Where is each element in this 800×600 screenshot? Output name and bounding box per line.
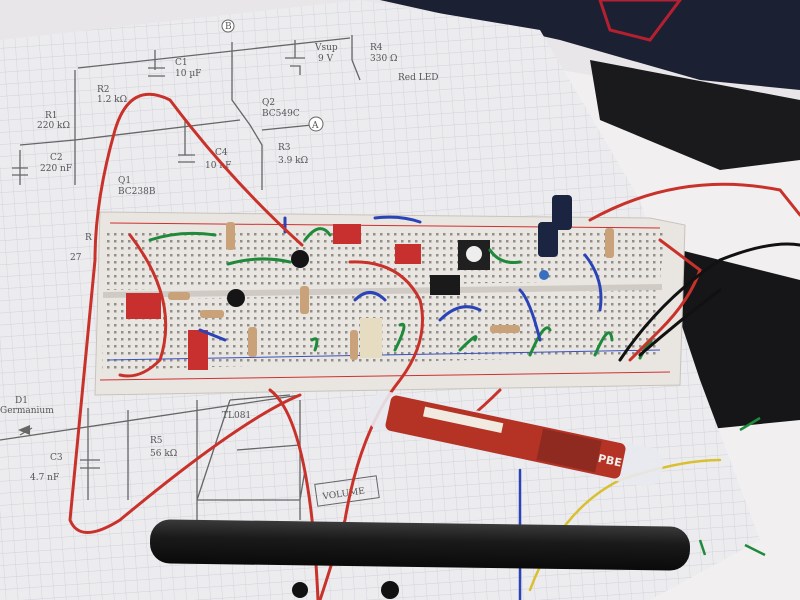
opamp-label: TL081: [222, 411, 251, 421]
electrolytic-capacitor: [538, 222, 558, 257]
c2-value: 220 nF: [40, 164, 72, 174]
capacitor-ceramic: [360, 318, 382, 358]
transistor-q2: [227, 289, 245, 307]
vsup-value: 9 V: [318, 54, 334, 64]
r4-value: 330 Ω: [370, 54, 398, 64]
fabric-red-trim: [598, 0, 682, 42]
led-label: Red LED: [398, 73, 439, 83]
heat-shrink-tube: [149, 519, 691, 571]
r2-value: 1.2 kΩ: [97, 95, 127, 105]
c1-value: 10 µF: [175, 69, 201, 79]
capacitor-film: [188, 330, 208, 370]
q2-value: BC549C: [262, 109, 300, 119]
r3-label: R3: [278, 143, 291, 153]
r3-value: 3.9 kΩ: [278, 156, 308, 166]
capacitor-film: [333, 224, 361, 244]
c1-label: C1: [175, 58, 188, 68]
electrolytic-capacitor: [552, 195, 572, 230]
node-b-label: B: [225, 22, 232, 32]
wires: [68, 92, 800, 600]
r5-value: 56 kΩ: [150, 449, 177, 459]
q2-label: Q2: [262, 98, 275, 108]
d1-label: D1: [15, 396, 28, 406]
breadboard: [94, 211, 686, 396]
ic-chip: [430, 275, 460, 295]
capacitor-film: [395, 244, 421, 264]
d1-value: Germanium: [0, 406, 54, 416]
r-partial-label: R: [85, 233, 92, 243]
r-partial-value: 27: [70, 253, 82, 263]
transistor-q1: [291, 250, 309, 268]
q1-value: BC238B: [118, 187, 156, 197]
hole-punch: [381, 581, 399, 599]
transistor-loose: [292, 582, 308, 598]
potentiometer-knob: [466, 246, 482, 262]
c3-value: 4.7 nF: [30, 473, 59, 483]
battery-cell: PBE: [367, 391, 664, 487]
capacitor-film: [126, 293, 161, 319]
r1-value: 220 kΩ: [37, 121, 70, 131]
q1-label: Q1: [118, 176, 131, 186]
r1-label: R1: [45, 111, 58, 121]
node-a-label: A: [311, 121, 319, 131]
r5-label: R5: [150, 436, 163, 446]
schematic-bottom: D1 Germanium C3 4.7 nF R5 56 kΩ TL081 VO…: [0, 394, 380, 520]
vsup-label: Vsup: [314, 43, 338, 53]
ceramic-capacitor: [539, 270, 549, 280]
c4-value: 10 nF: [205, 161, 231, 171]
resistors: [168, 222, 614, 360]
c3-label: C3: [50, 453, 63, 463]
c2-label: C2: [50, 153, 63, 163]
components: [126, 195, 614, 370]
c4-label: C4: [215, 148, 228, 158]
battery-label: PBE: [597, 452, 623, 470]
wire-offcuts: [698, 416, 766, 557]
black-fabric-stripe-top: [590, 60, 800, 170]
schematic-top: B A C1 10 µF Vsup 9 V R4 330 Ω Red LED R…: [12, 19, 439, 263]
r2-label: R2: [97, 85, 110, 95]
r4-label: R4: [370, 43, 383, 53]
